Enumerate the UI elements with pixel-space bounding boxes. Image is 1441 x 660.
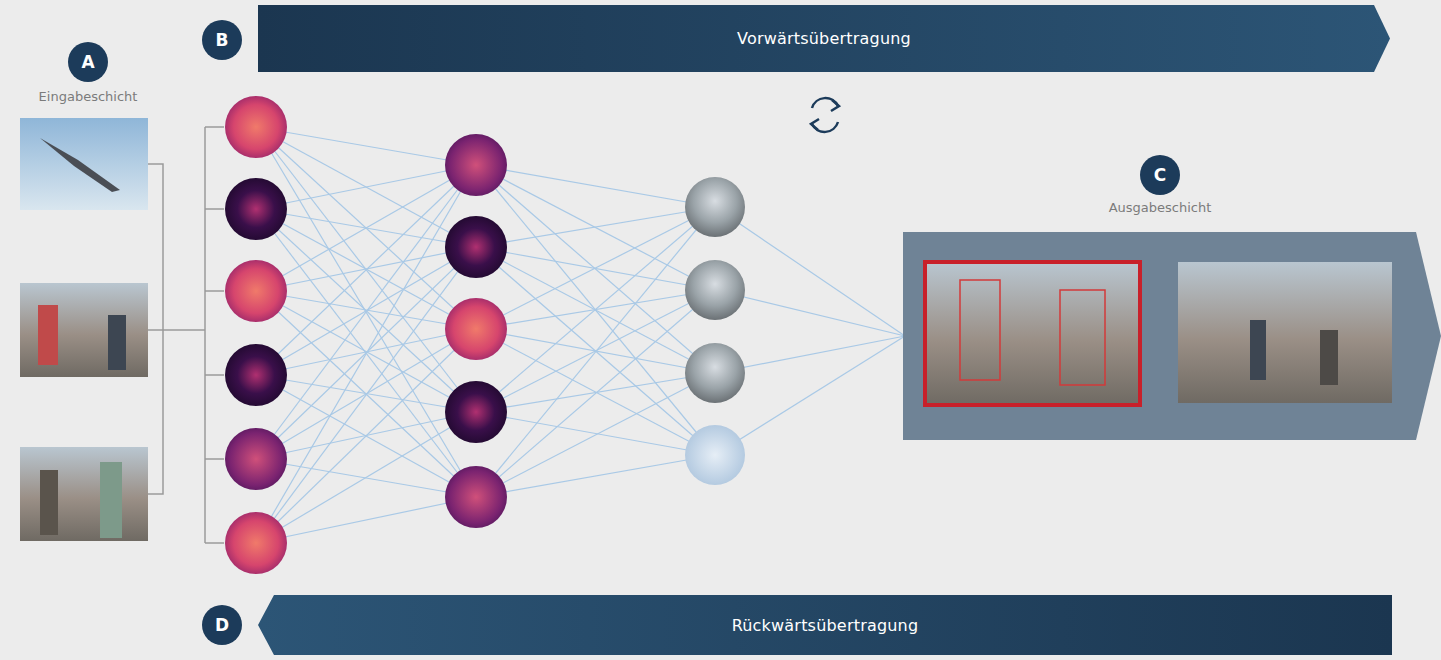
person-figure (38, 305, 58, 365)
callout-number: D (202, 605, 242, 645)
person-figure (108, 315, 126, 370)
neuron-link (256, 165, 476, 375)
neuron-link (476, 165, 715, 455)
neuron-link (476, 207, 715, 329)
neuron-link (256, 165, 476, 543)
neuron-link (256, 209, 476, 412)
input-image (20, 118, 148, 210)
output-image (1178, 262, 1392, 403)
cycle-icon (811, 98, 839, 132)
neuron (225, 260, 287, 322)
layer-label: Eingabeschicht (39, 89, 138, 104)
neuron (685, 425, 745, 485)
neuron-link (476, 247, 715, 455)
output-panel (903, 232, 1441, 440)
detection-box (1060, 290, 1105, 385)
input-image (20, 283, 148, 377)
person-figure (1250, 320, 1266, 380)
neuron-link (256, 412, 476, 543)
direction-band: Vorwärtsübertragung (258, 5, 1390, 72)
neuron (445, 216, 507, 278)
band-fill (258, 5, 1390, 72)
neuron-link (476, 455, 715, 497)
bracket (148, 164, 205, 494)
neuron-link (256, 127, 476, 329)
neuron-link (256, 291, 476, 329)
neuron-link (256, 127, 476, 247)
neuron (445, 381, 507, 443)
bracket (205, 127, 224, 543)
neuron-link (715, 336, 905, 455)
callout-letter: C (1154, 165, 1166, 185)
neuron-link (256, 247, 476, 291)
detection-box (960, 280, 1000, 380)
callout-number: C (1140, 155, 1180, 195)
band-label: Rückwärtsübertragung (732, 616, 919, 635)
output-image (925, 262, 1140, 405)
neuron (445, 298, 507, 360)
callout-number: A (68, 42, 108, 82)
neuron (685, 343, 745, 403)
neuron-link (256, 329, 476, 375)
neuron-link (476, 165, 715, 290)
input-image (20, 447, 148, 541)
neuron (225, 512, 287, 574)
layer-label: Ausgabeschicht (1109, 200, 1212, 215)
neuron-link (476, 373, 715, 497)
neuron-links (256, 127, 905, 543)
neuron-link (256, 165, 476, 209)
neuron (445, 134, 507, 196)
neuron (225, 344, 287, 406)
callout-letter: A (81, 52, 94, 72)
person-figure (1320, 330, 1338, 385)
neuron-link (476, 290, 715, 497)
neuron (225, 178, 287, 240)
neuron-link (256, 247, 476, 543)
neuron-link (476, 207, 715, 412)
neuron-link (256, 127, 476, 412)
neuron-link (715, 207, 905, 336)
neuron-link (256, 127, 476, 497)
neuron-link (256, 165, 476, 291)
neuron-link (476, 207, 715, 497)
neuron (445, 466, 507, 528)
neuron-link (476, 165, 715, 207)
neuron (225, 428, 287, 490)
band-label: Vorwärtsübertragung (737, 29, 911, 48)
bird-figure (40, 138, 120, 192)
neuron (685, 260, 745, 320)
callout-number: B (202, 20, 242, 60)
person-figure (100, 462, 122, 538)
callout-letter: D (215, 615, 229, 635)
band-fill (258, 595, 1392, 655)
direction-band: Rückwärtsübertragung (258, 595, 1392, 655)
neuron (685, 177, 745, 237)
neuron-link (476, 207, 715, 247)
neuron-link (256, 165, 476, 459)
neuron-link (256, 497, 476, 543)
callout-letter: B (216, 30, 229, 50)
neuron-group (225, 96, 745, 574)
neuron (225, 96, 287, 158)
neuron-link (476, 412, 715, 455)
person-figure (40, 470, 58, 535)
neuron-link (256, 329, 476, 543)
neuron-link (476, 165, 715, 373)
neuron-link (256, 127, 476, 165)
neuron-link (476, 373, 715, 412)
